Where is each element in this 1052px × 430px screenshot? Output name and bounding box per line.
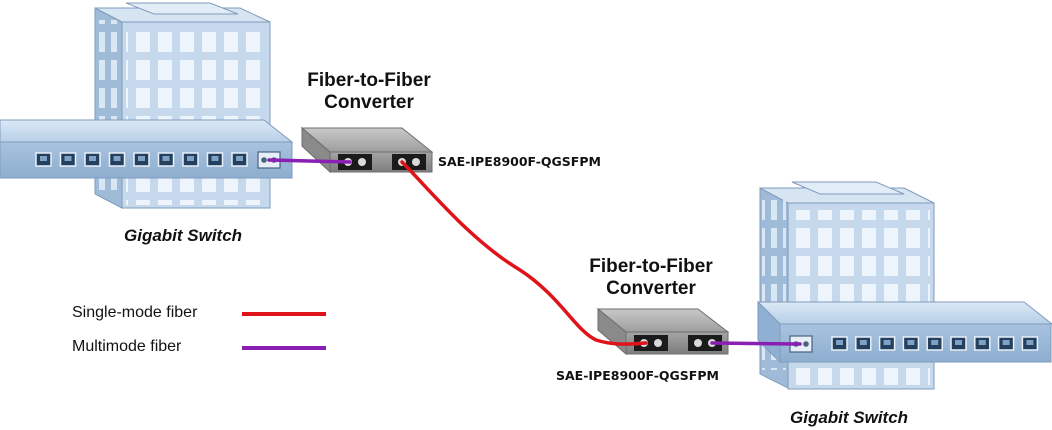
multimode-cable-left — [267, 158, 352, 164]
converter-left-title-line1: Fiber-to-Fiber — [307, 70, 431, 91]
converter-right-title-line1: Fiber-to-Fiber — [589, 256, 713, 277]
legend-multimode-label: Multimode fiber — [72, 338, 182, 355]
ethernet-port-contact — [978, 340, 986, 345]
converter-left-title: Fiber-to-Fiber Converter — [279, 70, 459, 114]
switch-left-label: Gigabit Switch — [124, 226, 243, 245]
switch-right — [756, 300, 1052, 364]
single-mode-cable — [400, 160, 648, 346]
ethernet-port-contact — [211, 156, 219, 161]
ethernet-port-contact — [1026, 340, 1034, 345]
ethernet-port-contact — [859, 340, 867, 345]
ethernet-port-contact — [1002, 340, 1010, 345]
ethernet-port-contact — [931, 340, 939, 345]
converter-right-model: SAE-IPE8900F-QGSFPM — [556, 368, 719, 383]
ethernet-port-contact — [907, 340, 915, 345]
ethernet-port-contact — [89, 156, 96, 161]
legend-single-mode-label: Single-mode fiber — [72, 304, 198, 321]
converter-left-model: SAE-IPE8900F-QGSFPM — [438, 154, 601, 169]
switch-right-label: Gigabit Switch — [790, 408, 909, 427]
ethernet-port-contact — [64, 156, 72, 161]
ethernet-port-contact — [883, 340, 891, 345]
multimode-cable-right — [710, 341, 802, 346]
ethernet-port-contact — [955, 340, 962, 345]
ethernet-port-contact — [236, 156, 243, 161]
converter-left-device — [300, 126, 434, 174]
ethernet-port-contact — [836, 340, 843, 345]
converter-right-device — [596, 307, 730, 356]
converter-right-title-line2: Converter — [606, 278, 696, 299]
converter-right-title: Fiber-to-Fiber Converter — [561, 256, 741, 300]
ethernet-port-contact — [162, 156, 170, 161]
ethernet-port-contact — [113, 156, 121, 161]
ethernet-port-contact — [187, 156, 194, 161]
ethernet-port-contact — [40, 156, 47, 161]
ethernet-port-contact — [138, 156, 145, 161]
switch-left — [0, 119, 294, 179]
converter-left-title-line2: Converter — [324, 92, 414, 113]
